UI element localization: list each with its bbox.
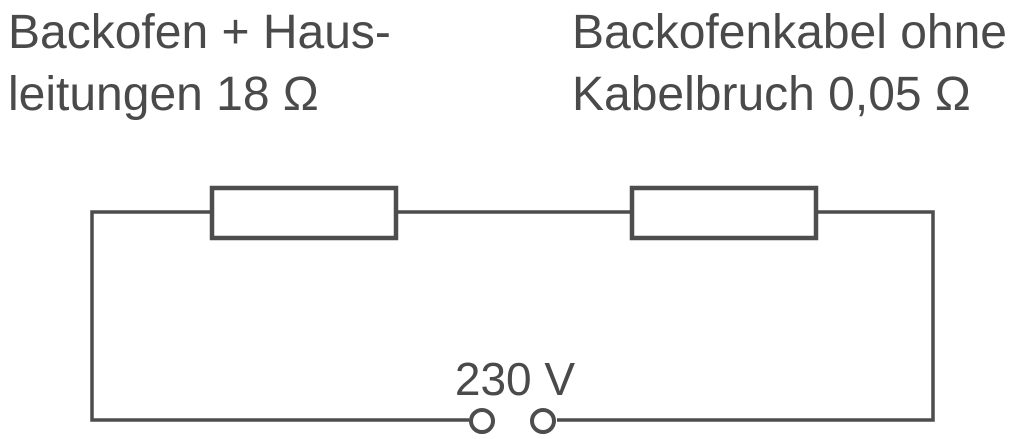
- right-resistor-label-line1: Backofenkabel ohne: [572, 6, 1007, 59]
- right-resistor-label: Backofenkabel ohne Kabelbruch 0,05 Ω: [572, 2, 1007, 126]
- left-resistor-label-line2: leitungen 18 Ω: [8, 68, 319, 121]
- voltage-source-label: 230 V: [454, 353, 576, 405]
- resistor-right: [629, 185, 819, 241]
- resistor-left: [209, 185, 399, 241]
- left-resistor-label: Backofen + Haus- leitungen 18 Ω: [8, 2, 391, 126]
- left-resistor-label-line1: Backofen + Haus-: [8, 6, 391, 59]
- right-resistor-label-line2: Kabelbruch 0,05 Ω: [572, 68, 971, 121]
- wire-left-loop: [90, 210, 469, 422]
- source-terminal-left: [469, 408, 495, 434]
- source-terminal-right: [530, 408, 556, 434]
- wire-right-loop: [557, 210, 935, 422]
